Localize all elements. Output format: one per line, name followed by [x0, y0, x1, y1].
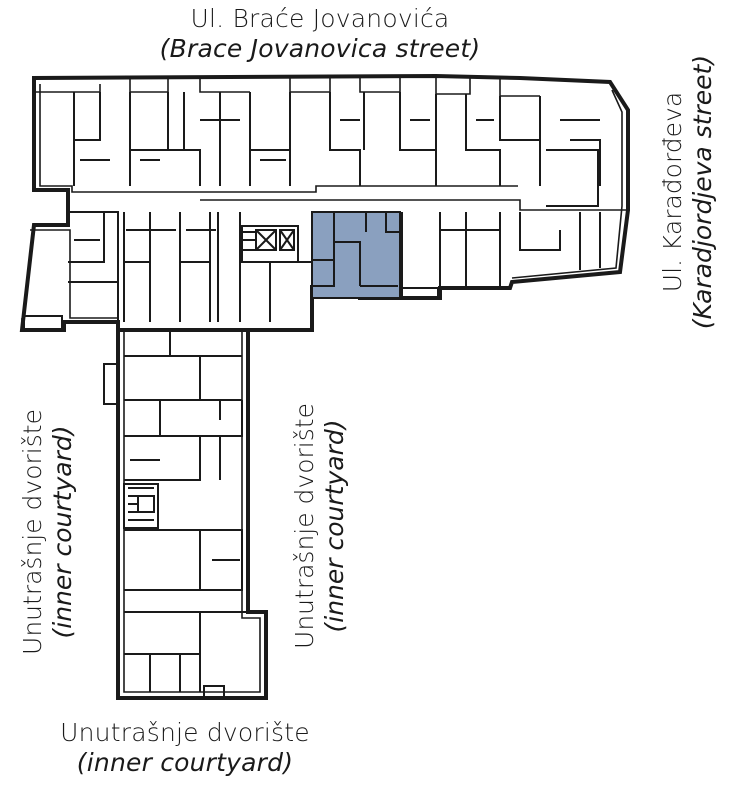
interior-walls-top — [73, 92, 601, 207]
street-name-top-en: (Brace Jovanovica street) — [159, 34, 481, 63]
street-label-top: Ul. Braće Jovanovića (Brace Jovanovica s… — [0, 4, 640, 64]
interior-walls-middle — [68, 211, 601, 322]
building-outline — [19, 73, 630, 700]
courtyard-label-bottom: Unutrašnje dvorište (inner courtyard) — [0, 718, 370, 778]
stair-core-wing — [123, 483, 159, 529]
stair-core-main — [241, 225, 299, 263]
balconies — [23, 287, 439, 699]
highlighted-apartment-walls — [312, 212, 400, 287]
courtyard-name-bottom: Unutrašnje dvorište — [60, 718, 310, 747]
outer-wall-detail — [21, 76, 630, 693]
street-name-top: Ul. Braće Jovanovića — [190, 4, 450, 33]
courtyard-name-bottom-en: (inner courtyard) — [76, 748, 294, 777]
interior-walls-wing — [124, 330, 260, 692]
